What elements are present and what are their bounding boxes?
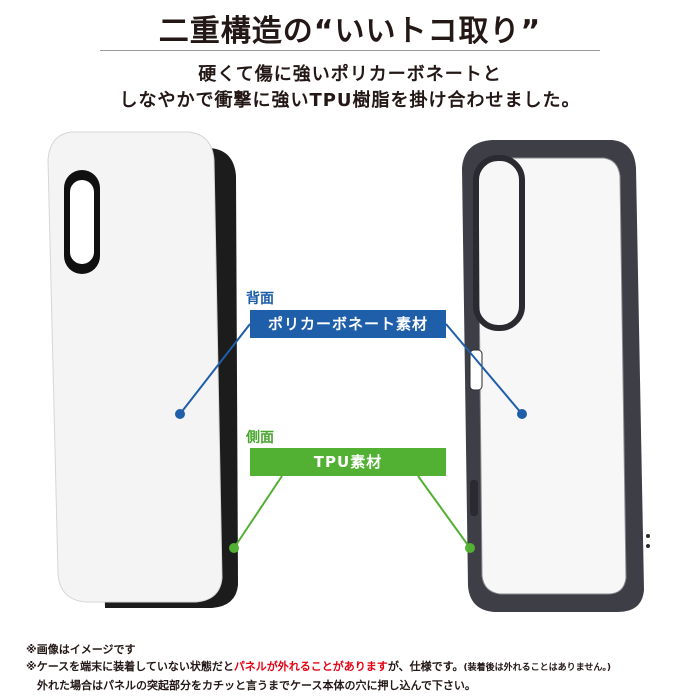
- right-camera-bump: [473, 155, 525, 331]
- back-caption: 背面: [246, 291, 274, 307]
- right-side-button-2: [470, 480, 478, 516]
- side-leader-left: [233, 475, 283, 549]
- footnotes: ※画像はイメージです ※ケースを端末に装着していない状態だとパネルが外れることが…: [26, 641, 611, 694]
- note-panel-warning: パネルが外れることがあります: [233, 660, 388, 673]
- note-image: ※画像はイメージです: [26, 643, 136, 656]
- tpu-label: TPU素材: [250, 448, 446, 476]
- note-panel: ※ケースを端末に装着していない状態だとパネルが外れることがありますが、仕様です。…: [26, 658, 611, 677]
- back-dot-right: [517, 409, 527, 419]
- note-reinsert: 外れた場合はパネルの突起部分をカチッと言うまでケース本体の穴に押し込んで下さい。: [26, 679, 476, 692]
- right-side-dot-1: [646, 534, 650, 538]
- right-case-clear-panel: [477, 157, 627, 595]
- page-title: 二重構造の“いいトコ取り”: [158, 14, 542, 49]
- right-side-dot-2: [646, 544, 650, 548]
- back-leader-right: [445, 323, 523, 415]
- note-panel-suffix: が、仕様です。: [387, 660, 464, 673]
- left-camera-lens: [70, 180, 94, 264]
- back-leader-left: [179, 323, 251, 415]
- side-dot-right: [465, 543, 475, 553]
- note-panel-small: (装着後は外れることはありません。): [463, 663, 611, 673]
- subtitle-line-1: 硬くて傷に強いポリカーボネートと: [198, 64, 502, 85]
- side-caption: 側面: [246, 430, 274, 446]
- polycarbonate-label: ポリカーボネート素材: [250, 310, 446, 338]
- product-illustration: [47, 131, 650, 612]
- note-panel-prefix: ※ケースを端末に装着していない状態だと: [26, 660, 234, 673]
- title-divider: [100, 50, 600, 51]
- side-leader-right: [417, 475, 471, 549]
- right-side-button-cutout: [469, 349, 483, 391]
- side-dot-left: [229, 543, 239, 553]
- subtitle-line-2: しなやかで衝撃に強いTPU樹脂を掛け合わせました。: [119, 90, 581, 111]
- back-dot-left: [175, 409, 185, 419]
